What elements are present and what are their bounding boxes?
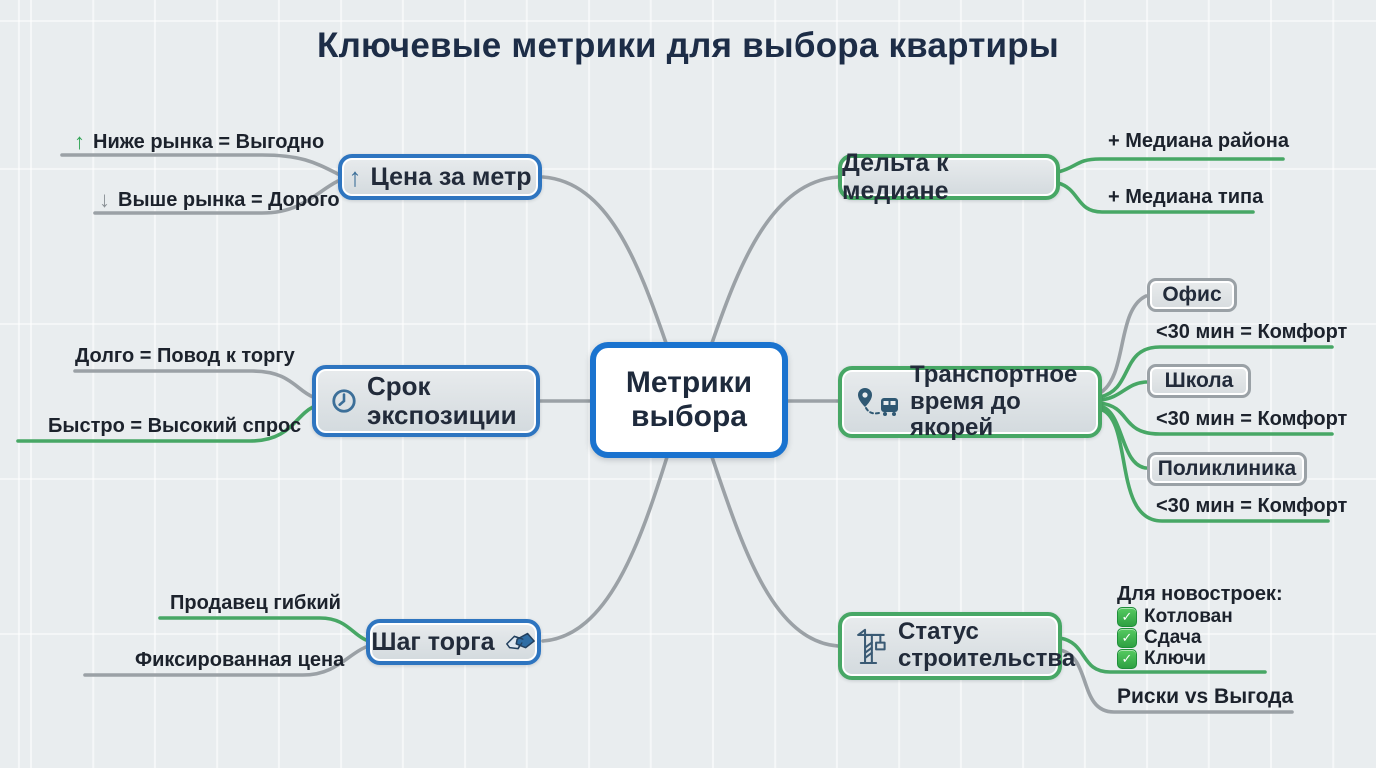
central-node: Метрики выбора [590, 342, 788, 458]
checklist-item-keys: ✓ Ключи [1117, 648, 1206, 670]
anchor-school-note: <30 мин = Комфорт [1156, 408, 1347, 431]
node-exposure-time: Срок экспозиции [312, 365, 540, 437]
node-construction-label: Статус строительства [898, 618, 1076, 672]
leaf-line-checklist [1058, 636, 1267, 674]
node-bargain-label: Шаг торга [371, 628, 495, 656]
leaf-fast-exposure: Быстро = Высокий спрос [48, 415, 301, 438]
leaf-fixed-price-text: Фиксированная цена [135, 649, 345, 671]
anchor-clinic-label: Поликлиника [1157, 457, 1297, 480]
checklist-item-handover: ✓ Сдача [1117, 627, 1201, 649]
green-up-arrow-icon: ↑ [74, 129, 85, 154]
node-exposure-label: Срок экспозиции [367, 370, 517, 430]
anchor-office-note: <30 мин = Комфорт [1156, 321, 1347, 344]
leaf-line-risks [1058, 648, 1294, 714]
leaf-line-clinic-box [1098, 404, 1148, 470]
central-node-label: Метрики выбора [625, 365, 753, 434]
checklist-item-foundation: ✓ Котлован [1117, 606, 1233, 628]
clock-icon [332, 389, 356, 413]
anchor-box-clinic: Поликлиника [1147, 452, 1307, 486]
check-icon: ✓ [1117, 607, 1137, 627]
checklist-item-keys-text: Ключи [1144, 648, 1206, 669]
leaf-line-clinic-note [1098, 407, 1330, 523]
leaf-line-median-type [1056, 181, 1255, 214]
leaf-line-median-district [1056, 157, 1285, 174]
anchor-school-note-text: <30 мин = Комфорт [1156, 408, 1348, 430]
leaf-line-long-exposure [73, 369, 315, 399]
node-delta-median: Дельта к медиане [838, 149, 1060, 205]
leaf-fast-exposure-text: Быстро = Высокий спрос [48, 415, 302, 437]
node-construction-status: Статус строительства [838, 612, 1076, 680]
connector-center-delta [710, 175, 840, 345]
leaf-line-school-box [1098, 380, 1148, 402]
leaf-median-district: + Медиана района [1108, 130, 1289, 153]
anchor-clinic-note: <30 мин = Комфорт [1156, 495, 1347, 518]
leaf-line-flexible-seller [158, 616, 368, 642]
crane-icon [857, 628, 886, 665]
leaf-risks-benefit-text: Риски vs Выгода [1117, 685, 1294, 708]
leaf-above-market-text: Выше рынка = Дорого [118, 188, 340, 211]
node-price-label: Цена за метр [370, 163, 532, 191]
connector-center-construction [710, 455, 840, 648]
check-icon: ✓ [1117, 649, 1137, 669]
transit-icon [858, 388, 898, 416]
checklist-item-handover-text: Сдача [1144, 627, 1202, 648]
leaf-line-office-note [1098, 345, 1334, 399]
leaf-line-below-market [60, 153, 340, 176]
leaf-long-exposure-text: Долго = Повод к торгу [75, 345, 295, 367]
connector-center-bargain [541, 455, 669, 643]
leaf-above-market: ↓ Выше рынка = Дорого [99, 187, 340, 213]
leaf-flexible-seller-text: Продавец гибкий [170, 592, 341, 614]
leaf-median-type: + Медиана типа [1108, 186, 1263, 209]
page-title: Ключевые метрики для выбора квартиры [317, 26, 1059, 65]
node-transport-time: Транспортное время до якорей [838, 361, 1102, 441]
checklist-item-foundation-text: Котлован [1144, 606, 1233, 627]
leaf-line-fixed-price [83, 645, 368, 677]
anchor-office-note-text: <30 мин = Комфорт [1156, 321, 1348, 343]
leaf-checklist-title-text: Для новостроек: [1117, 583, 1283, 605]
anchor-school-label: Школа [1164, 369, 1234, 392]
leaf-long-exposure: Долго = Повод к торгу [75, 345, 295, 368]
arrow-up-icon: ↑ [348, 161, 362, 192]
connector-center-price [541, 175, 668, 345]
leaf-line-office-box [1098, 294, 1148, 395]
leaf-median-type-text: + Медиана типа [1108, 186, 1264, 208]
anchor-office-label: Офис [1162, 283, 1222, 306]
node-bargain-step: Шаг торга [366, 619, 541, 665]
leaf-median-district-text: + Медиана района [1108, 130, 1289, 152]
leaf-line-fast-exposure [16, 405, 315, 443]
leaf-below-market-text: Ниже рынка = Выгодно [93, 130, 325, 153]
leaf-checklist-title: Для новостроек: [1117, 583, 1283, 606]
anchor-box-office: Офис [1147, 278, 1237, 312]
handshake-icon [505, 632, 535, 650]
node-price-per-meter: ↑ Цена за метр [338, 154, 542, 200]
leaf-line-school-note [1098, 401, 1334, 436]
anchor-clinic-note-text: <30 мин = Комфорт [1156, 495, 1348, 517]
anchor-box-school: Школа [1147, 364, 1251, 398]
leaf-flexible-seller: Продавец гибкий [170, 592, 341, 615]
leaf-below-market: ↑ Ниже рынка = Выгодно [74, 129, 324, 155]
check-icon: ✓ [1117, 628, 1137, 648]
leaf-fixed-price: Фиксированная цена [135, 649, 344, 672]
node-transport-label: Транспортное время до якорей [910, 360, 1078, 442]
gray-down-arrow-icon: ↓ [99, 187, 110, 212]
leaf-line-above-market [93, 179, 340, 215]
leaf-risks-benefit: Риски vs Выгода [1117, 685, 1293, 709]
node-delta-label: Дельта к медиане [842, 149, 949, 205]
